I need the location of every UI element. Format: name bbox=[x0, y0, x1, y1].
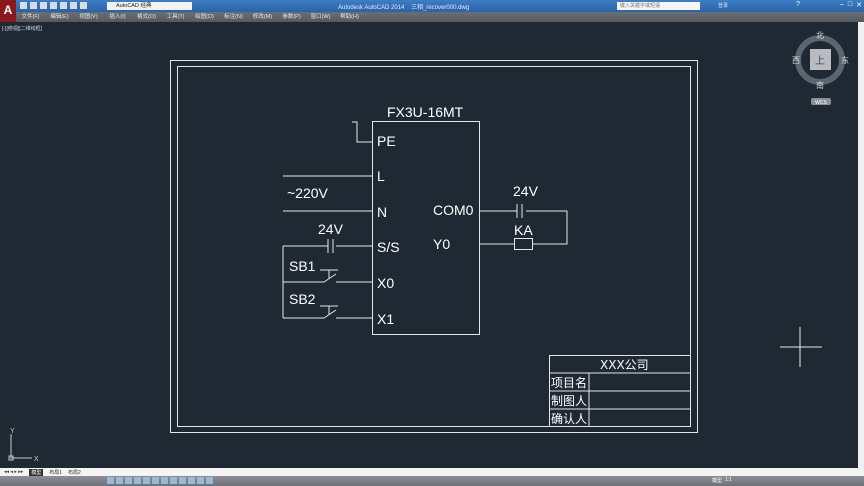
transparency-icon[interactable] bbox=[188, 477, 195, 484]
ucs-icon bbox=[8, 434, 32, 461]
polar-icon[interactable] bbox=[134, 477, 141, 484]
inner-frame bbox=[177, 66, 691, 427]
saveas-icon[interactable] bbox=[50, 2, 57, 9]
title-block bbox=[549, 355, 691, 427]
pe-wire bbox=[352, 121, 372, 143]
app-menu-button[interactable]: A bbox=[0, 0, 16, 22]
snap-icon[interactable] bbox=[107, 477, 114, 484]
viewcube-north[interactable]: 北 bbox=[816, 31, 824, 40]
ucs-y: Y bbox=[10, 428, 15, 435]
tab-model[interactable]: 模型 bbox=[29, 468, 44, 476]
close-icon[interactable]: ✕ bbox=[856, 2, 862, 9]
com0-wire bbox=[479, 204, 568, 245]
viewcube-west[interactable]: 西 bbox=[792, 56, 800, 65]
vertical-scrollbar[interactable] bbox=[858, 22, 864, 468]
terminal-x0: X0 bbox=[377, 275, 394, 291]
search-input[interactable] bbox=[617, 2, 700, 10]
ka-coil bbox=[514, 238, 533, 250]
terminal-y0: Y0 bbox=[433, 236, 450, 252]
menu-tools[interactable]: 工具(T) bbox=[166, 14, 185, 20]
menu-draw[interactable]: 绘图(D) bbox=[195, 14, 214, 20]
viewcube-east[interactable]: 东 bbox=[841, 55, 849, 65]
power-wires bbox=[283, 175, 372, 212]
row-approver: 确认人 bbox=[551, 412, 587, 426]
tab-nav-icon[interactable]: ◂◂ ◂ ▸ ▸▸ bbox=[4, 469, 24, 475]
redo-icon[interactable] bbox=[80, 2, 87, 9]
grid-icon[interactable] bbox=[116, 477, 123, 484]
menu-bar: 文件(F) 编辑(E) 视图(V) 插入(I) 格式(O) 工具(T) 绘图(D) 标注(N)… bbox=[16, 12, 864, 22]
sb1-label: SB1 bbox=[289, 258, 316, 274]
annotation-scale[interactable]: 1:1 bbox=[725, 477, 732, 483]
quick-access-toolbar[interactable] bbox=[20, 2, 87, 9]
menu-help[interactable]: 帮助(H) bbox=[340, 14, 359, 20]
menu-dimension[interactable]: 标注(N) bbox=[224, 14, 243, 20]
workspace-select[interactable]: AutoCAD 经典 bbox=[107, 2, 192, 10]
ortho-icon[interactable] bbox=[125, 477, 132, 484]
sc-icon[interactable] bbox=[206, 477, 213, 484]
title-bar: AutoCAD 经典 Autodesk AutoCAD 2014 三相_reco… bbox=[0, 0, 864, 12]
coil-label: KA bbox=[514, 222, 533, 238]
tab-layout2[interactable]: 布局2 bbox=[68, 469, 81, 476]
crosshair-cursor bbox=[780, 327, 822, 367]
menu-modify[interactable]: 修改(M) bbox=[252, 14, 273, 20]
terminal-n: N bbox=[377, 204, 387, 220]
viewcube[interactable]: 上 北 南 东 西 WCS bbox=[792, 31, 849, 106]
terminal-ss: S/S bbox=[377, 239, 400, 255]
lineweight-icon[interactable] bbox=[179, 477, 186, 484]
dc-left-label: 24V bbox=[318, 221, 344, 237]
terminal-com0: COM0 bbox=[433, 202, 474, 218]
open-icon[interactable] bbox=[30, 2, 37, 9]
row-drafter: 制图人 bbox=[551, 394, 587, 408]
layout-tabs: ◂◂ ◂ ▸ ▸▸ 模型 布局1 布局2 bbox=[0, 468, 864, 476]
viewport-label[interactable]: [-][俯视][二维线框] bbox=[2, 26, 43, 32]
menu-insert[interactable]: 插入(I) bbox=[109, 14, 126, 20]
plc-model: FX3U-16MT bbox=[387, 104, 464, 120]
window-title: Autodesk AutoCAD 2014 三相_recover000.dwg bbox=[338, 5, 470, 11]
ac-label: ~220V bbox=[287, 185, 329, 201]
qp-icon[interactable] bbox=[197, 477, 204, 484]
maximize-icon[interactable]: □ bbox=[847, 1, 853, 8]
help-icon[interactable]: ? bbox=[796, 1, 800, 8]
otrack-icon[interactable] bbox=[152, 477, 159, 484]
row-project: 项目名 bbox=[551, 375, 587, 390]
dc-right-label: 24V bbox=[513, 183, 539, 199]
ducs-icon[interactable] bbox=[161, 477, 168, 484]
login-button[interactable]: 登录 bbox=[718, 3, 729, 9]
sb2-switch bbox=[283, 305, 372, 319]
sb2-label: SB2 bbox=[289, 291, 316, 307]
save-icon[interactable] bbox=[40, 2, 47, 9]
menu-edit[interactable]: 编辑(E) bbox=[50, 14, 69, 20]
menu-view[interactable]: 视图(V) bbox=[79, 14, 98, 20]
new-icon[interactable] bbox=[20, 2, 27, 9]
terminal-pe: PE bbox=[377, 133, 396, 149]
plc-box bbox=[372, 121, 480, 335]
undo-icon[interactable] bbox=[70, 2, 77, 9]
viewcube-south[interactable]: 南 bbox=[816, 80, 824, 90]
ss-wire bbox=[283, 239, 372, 253]
menu-file[interactable]: 文件(F) bbox=[21, 14, 40, 20]
menu-format[interactable]: 格式(O) bbox=[137, 14, 156, 20]
wcs-menu[interactable]: WCS bbox=[815, 100, 827, 106]
company-name: XXX公司 bbox=[600, 358, 649, 372]
sb1-switch bbox=[283, 269, 372, 283]
outer-frame bbox=[170, 60, 698, 433]
print-icon[interactable] bbox=[60, 2, 67, 9]
terminal-l: L bbox=[377, 168, 385, 184]
viewcube-top[interactable]: 上 bbox=[815, 55, 825, 67]
tab-layout1[interactable]: 布局1 bbox=[49, 469, 63, 476]
minimize-icon[interactable]: – bbox=[839, 1, 844, 8]
terminal-x1: X1 bbox=[377, 311, 394, 327]
menu-parameters[interactable]: 参数(P) bbox=[282, 14, 301, 20]
menu-window[interactable]: 窗口(W) bbox=[310, 14, 331, 20]
osnap-icon[interactable] bbox=[143, 477, 150, 484]
dyn-icon[interactable] bbox=[170, 477, 177, 484]
model-button[interactable]: 模型 bbox=[712, 478, 723, 484]
ucs-x: X bbox=[34, 456, 39, 463]
